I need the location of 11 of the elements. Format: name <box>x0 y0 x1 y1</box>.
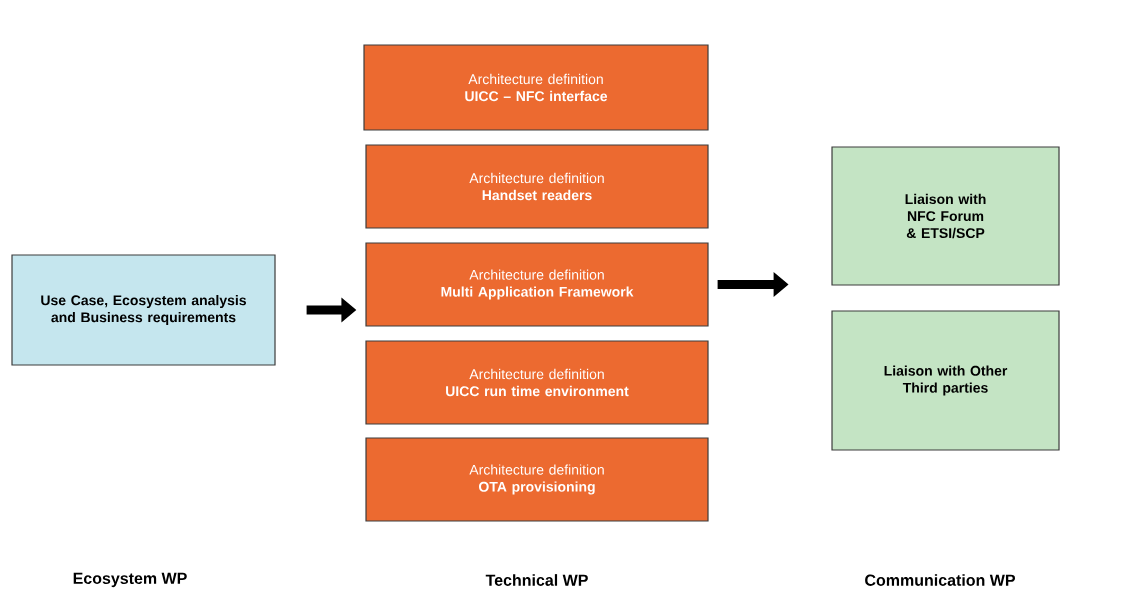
work-package-label: Technical WP <box>485 574 588 586</box>
process-box: Architecture definition Handset readers <box>365 144 709 229</box>
process-box: Architecture definition Multi Application Framework <box>365 242 709 327</box>
process-box: Architecture definition OTA provisioning <box>365 437 709 522</box>
liaison-box: Liaison with NFC Forum & ETSI/SCP <box>831 146 1060 286</box>
process-box: Architecture definition UICC – NFC interface <box>363 44 709 131</box>
work-package-label: Ecosystem WP <box>73 572 187 588</box>
work-package-label: Communication WP <box>865 574 1015 586</box>
process-box: Use Case, Ecosystem analysis and Business requirements <box>11 254 276 366</box>
process-box: Architecture definition UICC run time environment <box>365 340 709 425</box>
liaison-box: Liaison with Other Third parties <box>831 310 1060 451</box>
